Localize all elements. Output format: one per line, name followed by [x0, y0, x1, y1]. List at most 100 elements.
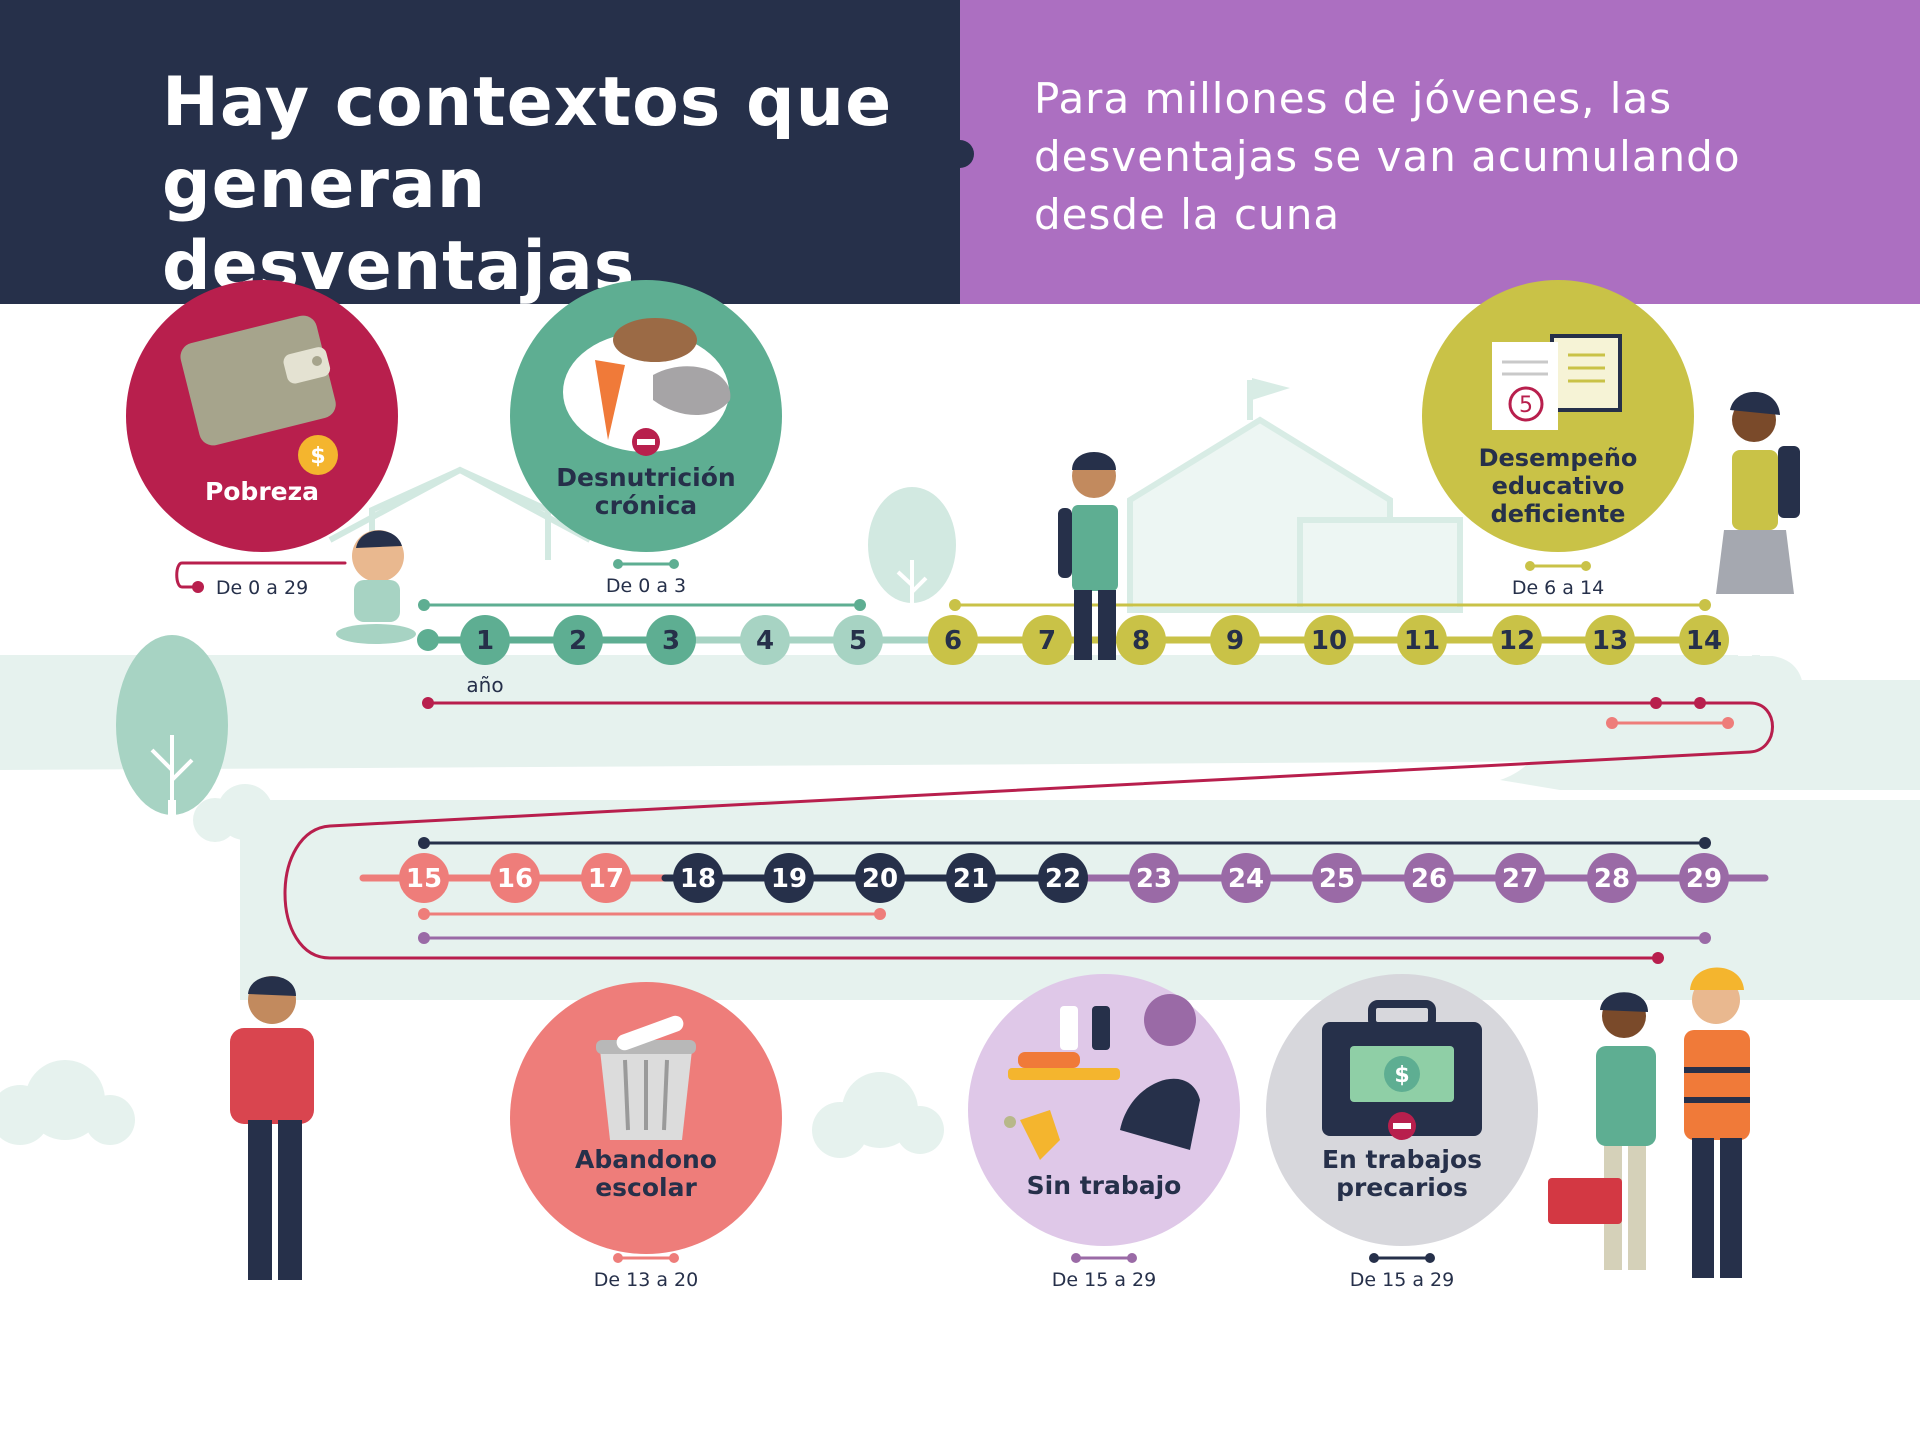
- age-marker: 1: [460, 615, 510, 665]
- context-label: Sin trabajo: [1027, 1171, 1182, 1200]
- workers-illustration: [1548, 967, 1750, 1278]
- age-label: 14: [1686, 626, 1722, 656]
- context-label: deficiente: [1491, 500, 1626, 528]
- age-marker: 24: [1221, 853, 1271, 903]
- context-label: escolar: [595, 1173, 697, 1202]
- house-outline: [328, 466, 592, 560]
- subtitle-line-3: desde la cuna: [1034, 190, 1341, 239]
- age-marker: 29: [1679, 853, 1729, 903]
- header-title-panel: Hay contextos que generan desventajas: [0, 0, 960, 306]
- age-label: 7: [1038, 626, 1056, 656]
- svg-text:$: $: [310, 444, 325, 469]
- context-label: Desnutrición: [556, 463, 735, 492]
- svg-text:5: 5: [1519, 393, 1533, 418]
- age-marker: 5: [833, 615, 883, 665]
- age-marker: 23: [1129, 853, 1179, 903]
- age-marker: 18: [673, 853, 723, 903]
- age-marker: 16: [490, 853, 540, 903]
- age-marker: 8: [1116, 615, 1166, 665]
- age-marker: 22: [1038, 853, 1088, 903]
- context-label: crónica: [595, 491, 697, 520]
- age-label: 21: [953, 864, 989, 894]
- young-man-illustration: [230, 976, 314, 1280]
- age-label: 13: [1592, 626, 1628, 656]
- age-marker: 25: [1312, 853, 1362, 903]
- age-label: 19: [771, 864, 807, 894]
- wallet-icon: $: [180, 315, 338, 475]
- age-marker: 21: [946, 853, 996, 903]
- bushes: [0, 784, 1920, 1158]
- context-label: Abandono: [575, 1145, 717, 1174]
- header-connector-dot: [946, 140, 974, 168]
- context-range: De 0 a 29: [216, 577, 308, 599]
- age-label: 4: [756, 626, 774, 656]
- page-subtitle: Para millones de jóvenes, las desventaja…: [1034, 70, 1854, 244]
- context-label: educativo: [1492, 472, 1625, 500]
- tree-left: [116, 635, 228, 835]
- context-range: De 13 a 20: [594, 1269, 698, 1291]
- age-label: 12: [1499, 626, 1535, 656]
- briefcase-icon: $: [1322, 1000, 1482, 1140]
- range-endpoints: [192, 581, 1734, 964]
- context-desempeno: 5 Desempeño educativo deficiente De 6 a …: [1422, 280, 1694, 599]
- age-label: 3: [662, 626, 680, 656]
- age-label: 9: [1226, 626, 1244, 656]
- subtitle-line-1: Para millones de jóvenes, las: [1034, 74, 1673, 123]
- context-range: De 6 a 14: [1512, 577, 1604, 599]
- context-label: En trabajos: [1322, 1145, 1482, 1174]
- age-row-2: 15 16 17 18 19 20 21 22 23 24 25 26 27 2…: [399, 853, 1729, 903]
- age-label: 15: [406, 864, 442, 894]
- housework-icon: [1004, 994, 1200, 1160]
- age-label: 6: [944, 626, 962, 656]
- age-label: 2: [569, 626, 587, 656]
- age-marker: 2: [553, 615, 603, 665]
- svg-text:$: $: [1394, 1063, 1409, 1088]
- age-label: 22: [1045, 864, 1081, 894]
- age-label: 28: [1594, 864, 1630, 894]
- context-desnutricion: Desnutrición crónica De 0 a 3: [510, 280, 782, 597]
- age-label: 10: [1311, 626, 1347, 656]
- age-label: 27: [1502, 864, 1538, 894]
- age-row-1: 1 2 3 4 5 6 7 8 9 10 11 12 13 14: [460, 615, 1729, 665]
- age-label: 16: [497, 864, 533, 894]
- context-sin-trabajo: Sin trabajo De 15 a 29: [968, 974, 1240, 1291]
- age-marker: 13: [1585, 615, 1635, 665]
- header-subtitle-panel: Para millones de jóvenes, las desventaja…: [960, 0, 1920, 304]
- age-label: 25: [1319, 864, 1355, 894]
- context-label: Desempeño: [1479, 444, 1638, 472]
- age-label: 8: [1132, 626, 1150, 656]
- age-marker: 7: [1022, 615, 1072, 665]
- age-marker: 4: [740, 615, 790, 665]
- year-unit-label: año: [466, 673, 503, 697]
- age-marker: 26: [1404, 853, 1454, 903]
- age-marker: 27: [1495, 853, 1545, 903]
- baby-illustration: [336, 530, 416, 644]
- age-marker: 17: [581, 853, 631, 903]
- age-marker: 14: [1679, 615, 1729, 665]
- age-label: 17: [588, 864, 624, 894]
- student-boy-illustration: [1058, 452, 1118, 660]
- tree-middle: [868, 487, 956, 610]
- student-girl-illustration: [1716, 391, 1800, 656]
- age-marker: 15: [399, 853, 449, 903]
- title-line-1: Hay contextos que: [162, 63, 893, 142]
- age-label: 20: [862, 864, 898, 894]
- context-label: precarios: [1336, 1173, 1468, 1202]
- exam-icon: 5: [1492, 334, 1622, 430]
- age-label: 29: [1686, 864, 1722, 894]
- trash-can-icon: [596, 1015, 696, 1140]
- age-label: 5: [849, 626, 867, 656]
- age-label: 24: [1228, 864, 1264, 894]
- age-marker: 6: [928, 615, 978, 665]
- food-icon: [563, 318, 731, 456]
- context-abandono: Abandono escolar De 13 a 20: [510, 982, 782, 1291]
- age-marker: 11: [1397, 615, 1447, 665]
- subtitle-line-2: desventajas se van acumulando: [1034, 132, 1741, 181]
- age-marker: 9: [1210, 615, 1260, 665]
- context-range: De 15 a 29: [1350, 1269, 1454, 1291]
- age-marker: 12: [1492, 615, 1542, 665]
- age-marker: 10: [1304, 615, 1354, 665]
- context-pobreza: $ Pobreza De 0 a 29: [126, 280, 398, 599]
